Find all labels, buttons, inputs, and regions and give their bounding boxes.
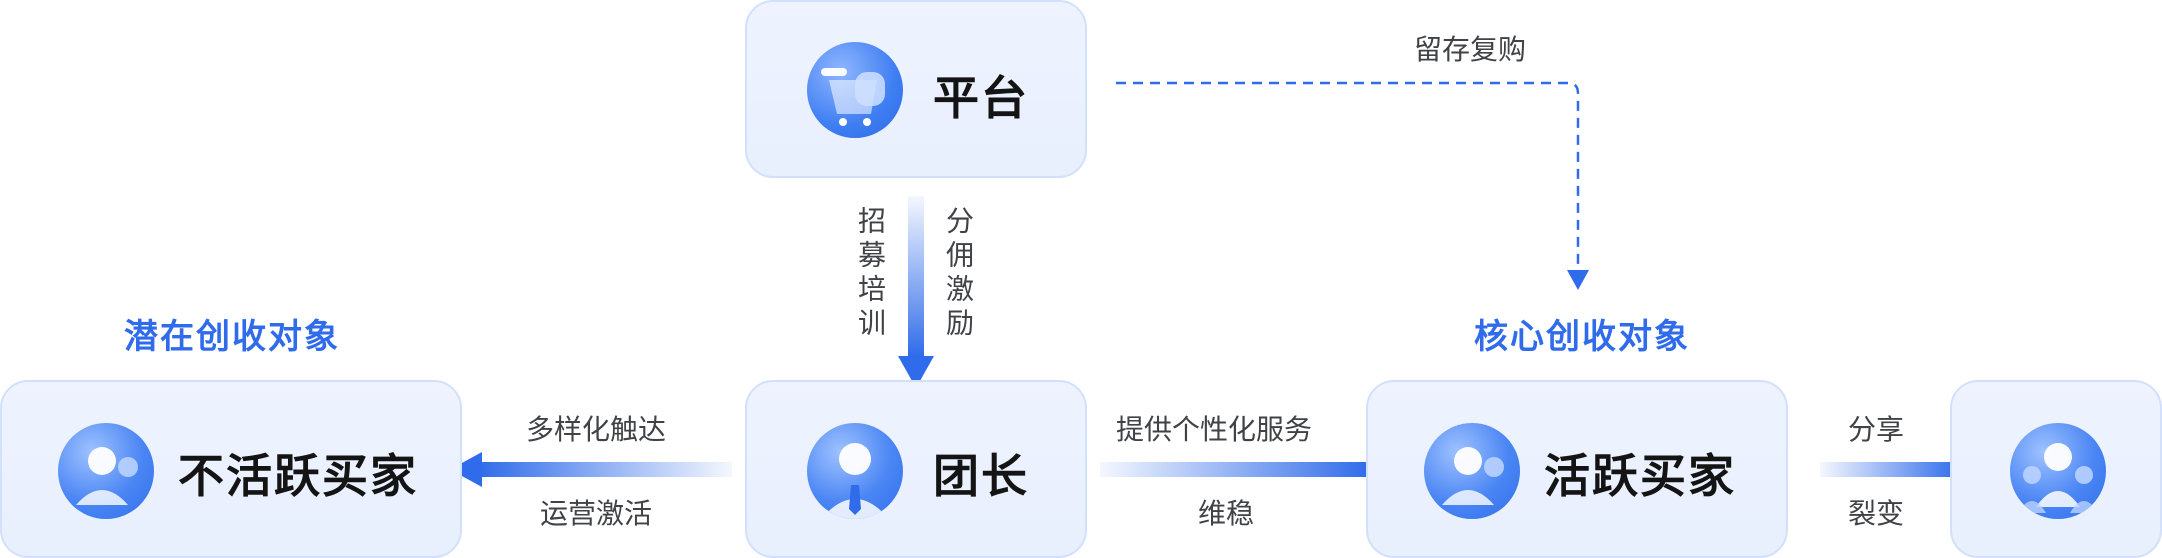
leader-label: 团长	[933, 449, 1029, 503]
recruit-char-2: 募	[854, 240, 887, 274]
group-users-icon	[2010, 423, 2106, 519]
active-user-icon	[1424, 423, 1520, 519]
dashed-retention-path	[1116, 81, 1589, 290]
stabilize-label: 维稳	[1198, 497, 1255, 530]
activate-label: 运营激活	[540, 497, 653, 530]
commission-char-1: 分	[942, 206, 975, 240]
service-label: 提供个性化服务	[1116, 413, 1313, 446]
retention-label: 留存复购	[1414, 33, 1527, 66]
active-buyer-label: 活跃买家	[1544, 449, 1736, 503]
arrow-leader-to-inactive	[450, 452, 732, 487]
cart-icon	[807, 42, 903, 138]
inactive-buyer-node[interactable]: 不活跃买家	[0, 380, 462, 558]
user-group-icon	[58, 423, 154, 519]
recruit-char-4: 训	[854, 308, 887, 342]
arrow-platform-to-leader	[898, 196, 934, 388]
platform-label: 平台	[933, 71, 1029, 125]
recruit-char-1: 招	[854, 206, 887, 240]
commission-char-4: 励	[942, 308, 975, 342]
arrow-leader-to-active	[1100, 452, 1398, 487]
commission-incentive-label: 分佣激励	[942, 206, 975, 342]
core-group-title: 核心创收对象	[1474, 317, 1690, 357]
shared-group-node[interactable]	[1950, 380, 2162, 558]
commission-char-3: 激	[942, 274, 975, 308]
potential-group-title: 潜在创收对象	[124, 317, 340, 357]
leader-avatar-icon	[807, 423, 903, 519]
leader-node[interactable]: 团长	[745, 380, 1087, 558]
recruit-char-3: 培	[854, 274, 887, 308]
active-buyer-node[interactable]: 活跃买家	[1366, 380, 1788, 558]
fission-label: 裂变	[1848, 497, 1905, 530]
reach-label: 多样化触达	[526, 413, 667, 446]
commission-char-2: 佣	[942, 240, 975, 274]
share-label: 分享	[1848, 413, 1905, 446]
recruit-training-label: 招募培训	[854, 206, 887, 342]
platform-node[interactable]: 平台	[745, 0, 1087, 178]
inactive-buyer-label: 不活跃买家	[178, 449, 418, 503]
